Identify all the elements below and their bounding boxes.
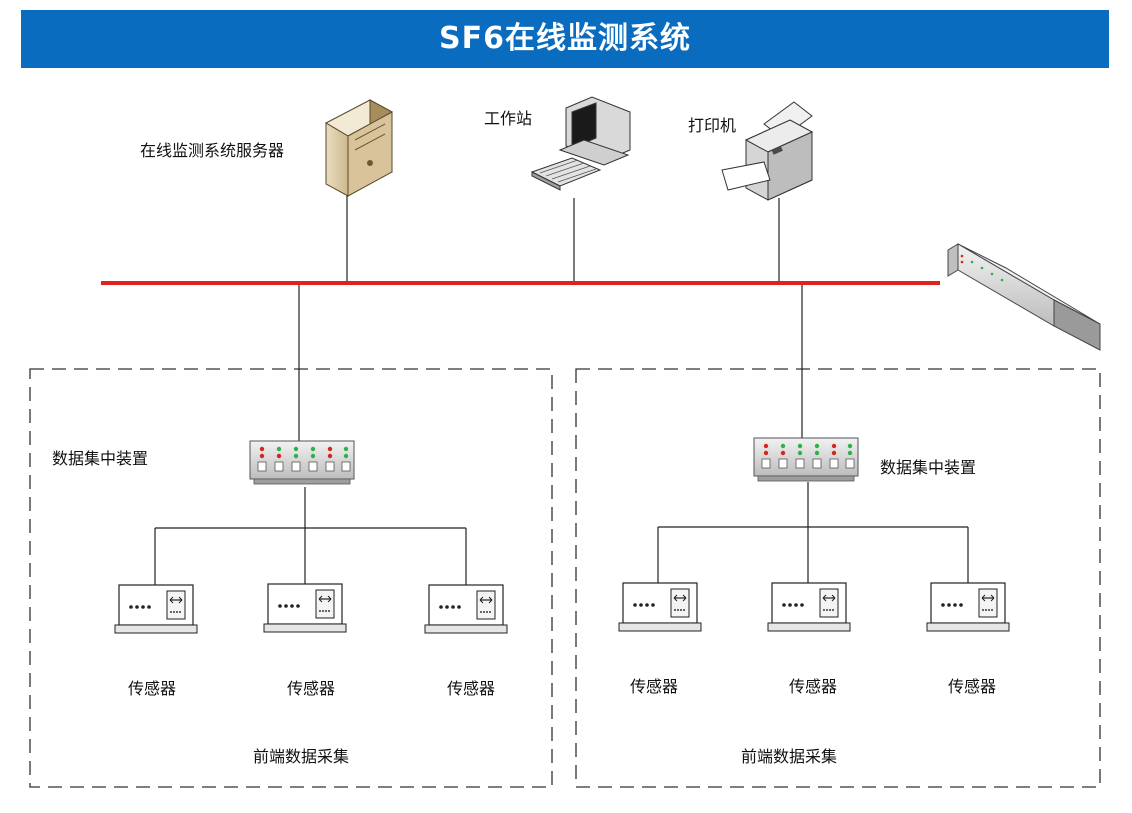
concentrator-icon-right (753, 437, 859, 482)
sensor-label: 传感器 (128, 679, 176, 698)
sensor-icon (767, 582, 851, 632)
workstation-label: 工作站 (484, 109, 532, 128)
workstation-icon (530, 96, 631, 191)
sensor-label: 传感器 (630, 677, 678, 696)
sensor-icon (926, 582, 1010, 632)
concentrator-label-left: 数据集中装置 (52, 449, 148, 468)
rack-switch-icon (947, 243, 1101, 351)
title-bar: SF6在线监测系统 (21, 10, 1109, 68)
sensor-icon (114, 584, 198, 634)
server-label: 在线监测系统服务器 (140, 141, 284, 160)
sensor-label: 传感器 (789, 677, 837, 696)
page-title: SF6在线监测系统 (439, 21, 691, 56)
sensor-icon (618, 582, 702, 632)
connector-lines (154, 195, 969, 585)
concentrator-icon-left (249, 440, 355, 485)
sensor-label: 传感器 (948, 677, 996, 696)
printer-icon (721, 101, 814, 201)
group-frame-left (29, 368, 553, 788)
group-frame-right (575, 368, 1101, 788)
sensor-icon (424, 584, 508, 634)
concentrator-label-right: 数据集中装置 (880, 458, 976, 477)
group-footer-left: 前端数据采集 (253, 747, 349, 766)
server-icon (324, 99, 394, 197)
sensor-label: 传感器 (447, 679, 495, 698)
group-footer-right: 前端数据采集 (741, 747, 837, 766)
printer-label: 打印机 (688, 116, 736, 135)
sensor-icon (263, 583, 347, 633)
sensor-label: 传感器 (287, 679, 335, 698)
